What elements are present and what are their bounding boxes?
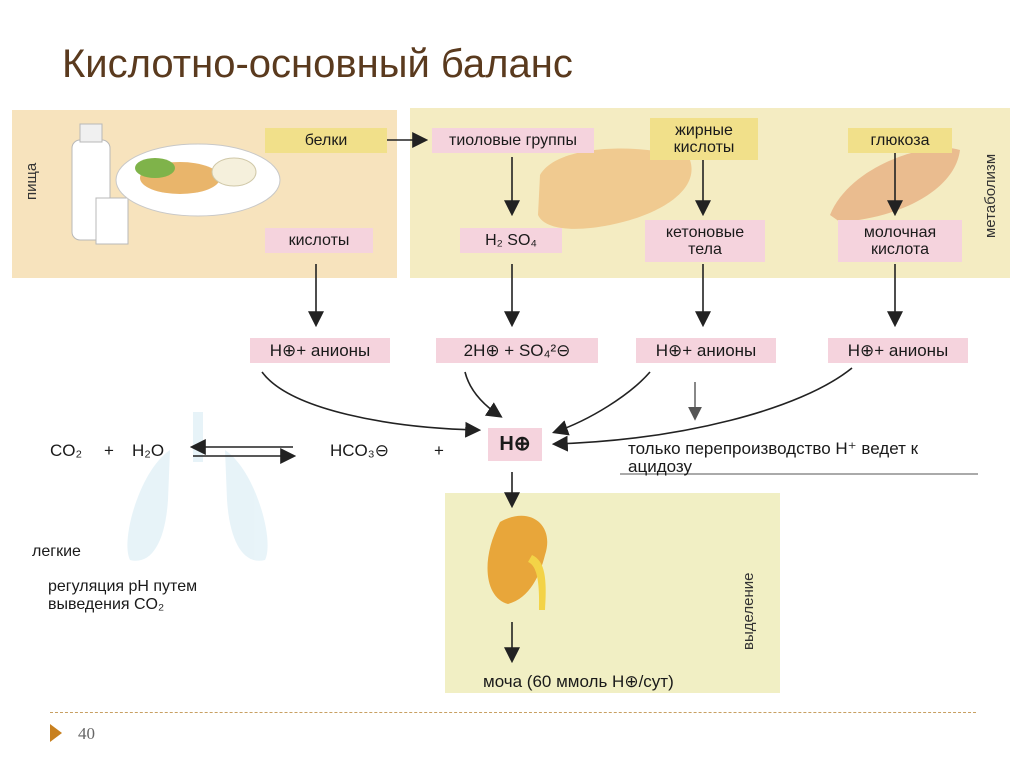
regulation-label: регуляция pH путем выведения CO₂ [48, 578, 198, 613]
kidney-icon [487, 515, 548, 610]
food-plate-icon [115, 143, 281, 217]
hco3-label: HCO₃⊖ [330, 441, 389, 460]
co2-label: CO₂ [50, 441, 83, 460]
overproduction-note: только перепроизводство H⁺ ведет к ацидо… [628, 439, 919, 476]
milk-bottle-icon [71, 123, 129, 245]
page-number: 40 [78, 724, 95, 743]
glucose-box: глюкоза [848, 128, 952, 153]
urine-label: моча (60 ммоль H⊕/сут) [483, 672, 674, 691]
h2so4-box: H₂ SO₄ [460, 228, 562, 253]
h2o-label: H₂O [132, 441, 165, 460]
h-anions-1: H⊕+ анионы [250, 338, 390, 363]
proteins-box: белки [265, 128, 387, 153]
footer-arrow-icon [50, 724, 62, 742]
liver-icon [538, 148, 692, 229]
lactic-acid-box: молочная кислота [838, 220, 962, 262]
slide-title: Кислотно-основный баланс [62, 42, 573, 86]
plus-1: + [104, 441, 114, 460]
excretion-label: выделение [740, 572, 757, 650]
metabolism-label: метаболизм [982, 153, 999, 238]
acids-box: кислоты [265, 228, 373, 253]
h-anions-2: H⊕+ анионы [636, 338, 776, 363]
ketone-bodies-box: кетоновые тела [645, 220, 765, 262]
flow-arrows [189, 132, 903, 664]
lungs-icon [127, 412, 268, 561]
thiol-groups-box: тиоловые группы [432, 128, 594, 153]
food-label: пища [23, 162, 40, 200]
h-so4: 2H⊕ + SO₄²⊖ [436, 338, 598, 363]
lungs-label: легкие [32, 543, 81, 560]
h-anions-3: H⊕+ анионы [828, 338, 968, 363]
footer-divider [50, 712, 976, 713]
fatty-acids-box: жирные кислоты [650, 118, 758, 160]
plus-2: + [434, 441, 444, 460]
h-center: H⊕ [488, 428, 542, 461]
